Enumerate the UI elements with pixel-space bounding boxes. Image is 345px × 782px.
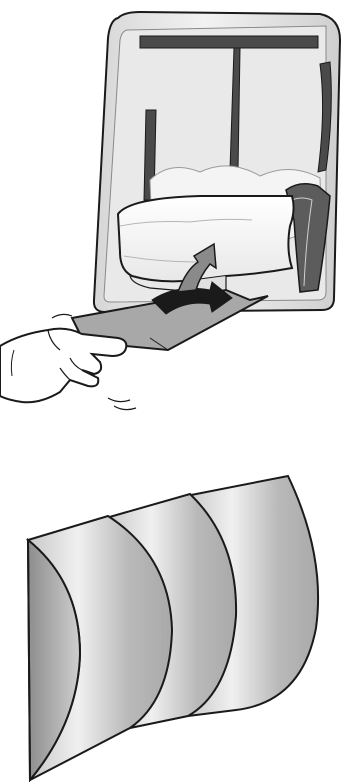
towel-pack-1 [28, 516, 172, 780]
folded-towel-packs-figure [28, 476, 318, 780]
dispenser-loading-figure [0, 12, 340, 410]
